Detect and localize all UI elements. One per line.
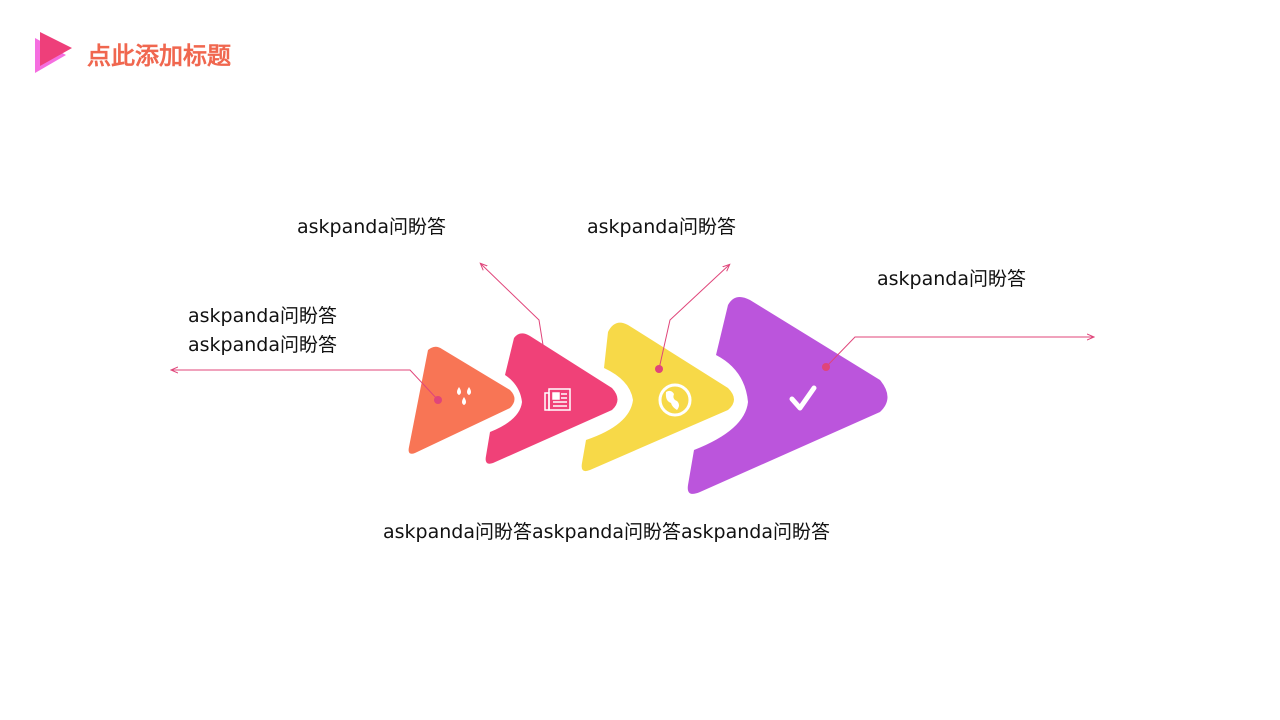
bottom-label: askpanda问盼答askpanda问盼答askpanda问盼答 <box>383 521 830 543</box>
globe-icon <box>658 383 692 417</box>
step-4-shape <box>687 296 888 494</box>
water-drops-icon <box>457 387 471 405</box>
checkmark-icon <box>789 385 817 411</box>
connector-dots <box>434 363 830 404</box>
page-title: 点此添加标题 <box>87 42 231 70</box>
connector-lines <box>172 264 1093 401</box>
step-2-shape <box>485 333 618 464</box>
top-left-label: askpanda问盼答 <box>297 216 446 238</box>
title-triangle-icon <box>35 32 72 73</box>
left-label-line2: askpanda问盼答 <box>188 334 337 356</box>
top-center-label: askpanda问盼答 <box>587 216 736 238</box>
right-label: askpanda问盼答 <box>877 268 1026 290</box>
newspaper-icon <box>544 388 571 411</box>
step-1-shape <box>408 346 515 454</box>
step-3-shape <box>581 322 734 472</box>
left-label-line1: askpanda问盼答 <box>188 305 337 327</box>
